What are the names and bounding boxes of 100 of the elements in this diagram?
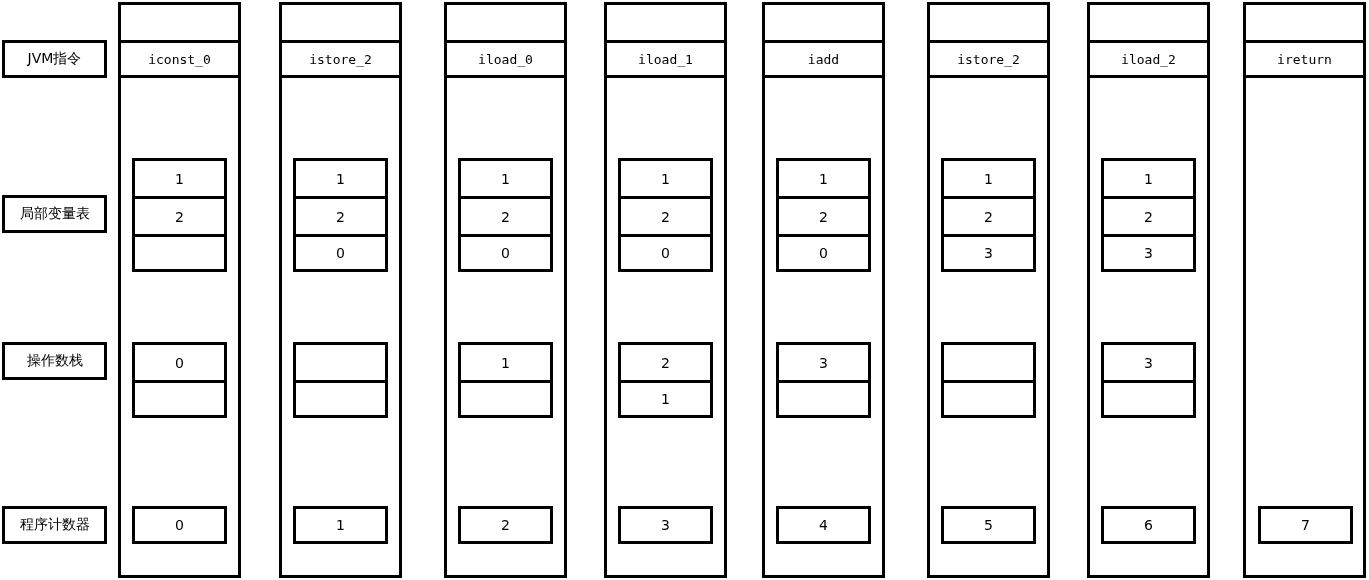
- cell-value: 7: [1301, 517, 1310, 533]
- cell-value: 0: [501, 245, 510, 261]
- cell-value: 1: [984, 170, 993, 187]
- variable-slot: [458, 158, 553, 199]
- variable-slot: [293, 158, 388, 199]
- instruction-text: iload_0: [478, 51, 533, 67]
- variable-slot: [941, 196, 1036, 237]
- frame-column: [1087, 2, 1210, 578]
- frame-column: [604, 2, 727, 578]
- cell-value: 4: [819, 517, 828, 533]
- cell-value: 2: [336, 208, 345, 225]
- cell-value: 0: [336, 245, 345, 261]
- frame-column: [444, 2, 567, 578]
- stack-slot: [293, 342, 388, 383]
- cell-value: 3: [1144, 245, 1153, 261]
- frame-column: [279, 2, 402, 578]
- cell-value: 0: [175, 517, 184, 533]
- cell-value: 2: [661, 208, 670, 225]
- stack-slot: [132, 342, 227, 383]
- variable-slot: [776, 234, 871, 272]
- cell-value: 1: [336, 517, 345, 533]
- cell-value: 3: [819, 354, 828, 371]
- instruction-text: iadd: [807, 51, 840, 67]
- frame-column: [927, 2, 1050, 578]
- row-label: 程序计数器: [19, 516, 90, 534]
- instruction-header: [118, 40, 241, 78]
- variable-slot: [1101, 196, 1196, 237]
- stack-slot: [776, 342, 871, 383]
- cell-value: 0: [819, 245, 828, 261]
- stack-slot: [1101, 342, 1196, 383]
- cell-value: 1: [501, 170, 510, 187]
- instruction-header: [1087, 40, 1210, 78]
- instruction-text: istore_2: [309, 51, 372, 67]
- instruction-text: ireturn: [1277, 51, 1332, 67]
- row-label: 局部变量表: [19, 205, 90, 223]
- variable-slot: [776, 158, 871, 199]
- variable-slot: [941, 158, 1036, 199]
- cell-value: 2: [1144, 208, 1153, 225]
- instruction-header: [604, 40, 727, 78]
- variable-slot: [1101, 234, 1196, 272]
- stack-slot: [618, 342, 713, 383]
- cell-value: 1: [661, 391, 670, 407]
- cell-value: 1: [336, 170, 345, 187]
- cell-value: 5: [984, 517, 993, 533]
- variable-slot: [293, 196, 388, 237]
- stack-slot: [293, 380, 388, 418]
- frame-column: [762, 2, 885, 578]
- instruction-text: iload_2: [1121, 51, 1176, 67]
- variable-slot: [618, 158, 713, 199]
- cell-value: 3: [984, 245, 993, 261]
- variable-slot: [132, 234, 227, 272]
- cell-value: 1: [175, 170, 184, 187]
- variable-slot: [1101, 158, 1196, 199]
- row-label-box: [2, 342, 107, 380]
- instruction-text: iconst_0: [148, 51, 211, 67]
- instruction-header: [279, 40, 402, 78]
- cell-value: 1: [501, 354, 510, 371]
- cell-value: 0: [661, 245, 670, 261]
- counter-box: [776, 506, 871, 544]
- frame-column: [1243, 2, 1366, 578]
- instruction-header: [444, 40, 567, 78]
- row-label-box: [2, 195, 107, 233]
- stack-slot: [458, 342, 553, 383]
- counter-box: [293, 506, 388, 544]
- instruction-header: [1243, 40, 1366, 78]
- variable-slot: [132, 158, 227, 199]
- variable-slot: [293, 234, 388, 272]
- stack-slot: [132, 380, 227, 418]
- row-label: JVM指令: [27, 50, 82, 68]
- counter-box: [1258, 506, 1353, 544]
- variable-slot: [941, 234, 1036, 272]
- counter-box: [132, 506, 227, 544]
- stack-slot: [618, 380, 713, 418]
- variable-slot: [458, 234, 553, 272]
- cell-value: 2: [661, 354, 670, 371]
- counter-box: [1101, 506, 1196, 544]
- stack-slot: [941, 342, 1036, 383]
- counter-box: [458, 506, 553, 544]
- stack-slot: [941, 380, 1036, 418]
- stack-slot: [776, 380, 871, 418]
- variable-slot: [618, 196, 713, 237]
- row-label-box: [2, 40, 107, 78]
- frame-column: [118, 2, 241, 578]
- instruction-header: [762, 40, 885, 78]
- cell-value: 1: [661, 170, 670, 187]
- row-label-box: [2, 506, 107, 544]
- variable-slot: [132, 196, 227, 237]
- cell-value: 2: [819, 208, 828, 225]
- instruction-text: iload_1: [638, 51, 693, 67]
- cell-value: 1: [819, 170, 828, 187]
- variable-slot: [618, 234, 713, 272]
- cell-value: 2: [984, 208, 993, 225]
- instruction-header: [927, 40, 1050, 78]
- counter-box: [941, 506, 1036, 544]
- cell-value: 2: [175, 208, 184, 225]
- variable-slot: [458, 196, 553, 237]
- cell-value: 3: [661, 517, 670, 533]
- stack-slot: [1101, 380, 1196, 418]
- instruction-text: istore_2: [957, 51, 1020, 67]
- cell-value: 3: [1144, 354, 1153, 371]
